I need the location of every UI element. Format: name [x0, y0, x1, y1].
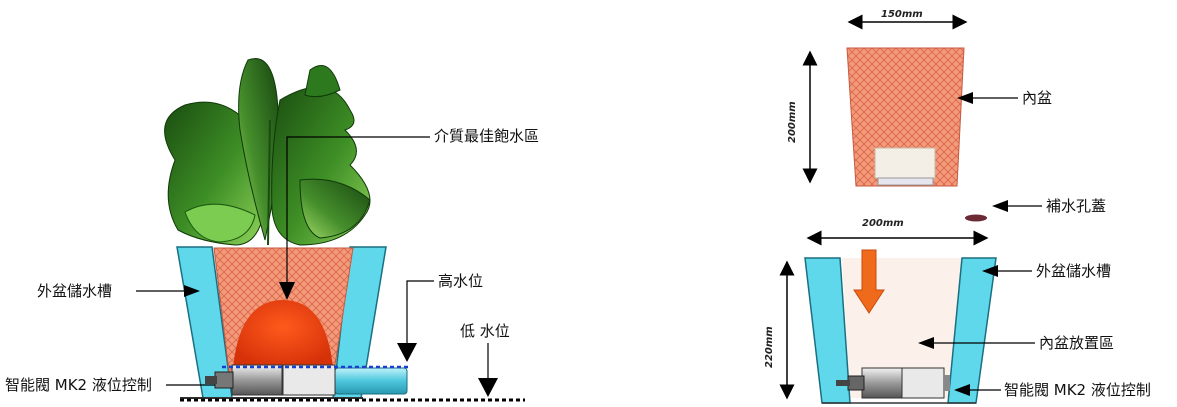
- label-outer-tank-left: 外盆儲水槽: [37, 282, 112, 300]
- valve-pointer-right: [954, 384, 1001, 396]
- label-refill-cap: 補水孔蓋: [1046, 197, 1106, 215]
- refill-cap-pointer: [992, 200, 1042, 212]
- outer-height-dimension: 220mm: [764, 260, 795, 400]
- label-outer-height: 220mm: [764, 326, 775, 368]
- insert-arrow: [853, 249, 885, 314]
- low-level-arrow: [478, 343, 498, 397]
- label-outer-width: 200mm: [862, 218, 904, 229]
- plant-illustration: [164, 58, 371, 246]
- inner-pot-pointer: [957, 92, 1018, 104]
- outer-width-dimension: 200mm: [806, 218, 989, 246]
- valve-assembly-right: [836, 367, 950, 399]
- refill-cap: [965, 214, 987, 222]
- inner-height-dimension: 200mm: [787, 50, 818, 184]
- label-inner-width: 150mm: [881, 9, 923, 20]
- label-outer-tank-right: 外盆儲水槽: [1036, 262, 1111, 280]
- label-valve-left: 智能閥 MK2 液位控制: [5, 376, 152, 394]
- medium-zone-pointer: [279, 136, 430, 300]
- right-diagram: 150mm 200mm 內盆 補水孔蓋 200mm: [764, 9, 1151, 404]
- valve-assembly: [205, 364, 408, 396]
- saturation-dome: [233, 300, 333, 368]
- label-valve-right: 智能閥 MK2 液位控制: [1004, 381, 1151, 399]
- outer-tank-pointer-right: [982, 265, 1032, 277]
- label-inner-pot: 內盆: [1022, 89, 1052, 107]
- label-low-level: 低 水位: [460, 322, 510, 340]
- label-high-level: 高水位: [438, 272, 483, 290]
- outer-pot-right: [804, 257, 997, 404]
- label-inner-zone: 內盆放置區: [1039, 334, 1114, 352]
- label-inner-height: 200mm: [787, 101, 798, 143]
- inner-zone-pointer: [918, 337, 1035, 349]
- outer-tank-pointer-left: [136, 285, 200, 297]
- left-diagram: 介質最佳飽水區 高水位 低 水位 外盆儲水槽 智能閥 MK2 液位控制: [5, 58, 539, 402]
- label-medium-zone: 介質最佳飽水區: [434, 127, 539, 145]
- inner-width-dimension: 150mm: [847, 9, 968, 30]
- inner-pot-base: [874, 147, 936, 179]
- high-level-arrow: [397, 280, 434, 362]
